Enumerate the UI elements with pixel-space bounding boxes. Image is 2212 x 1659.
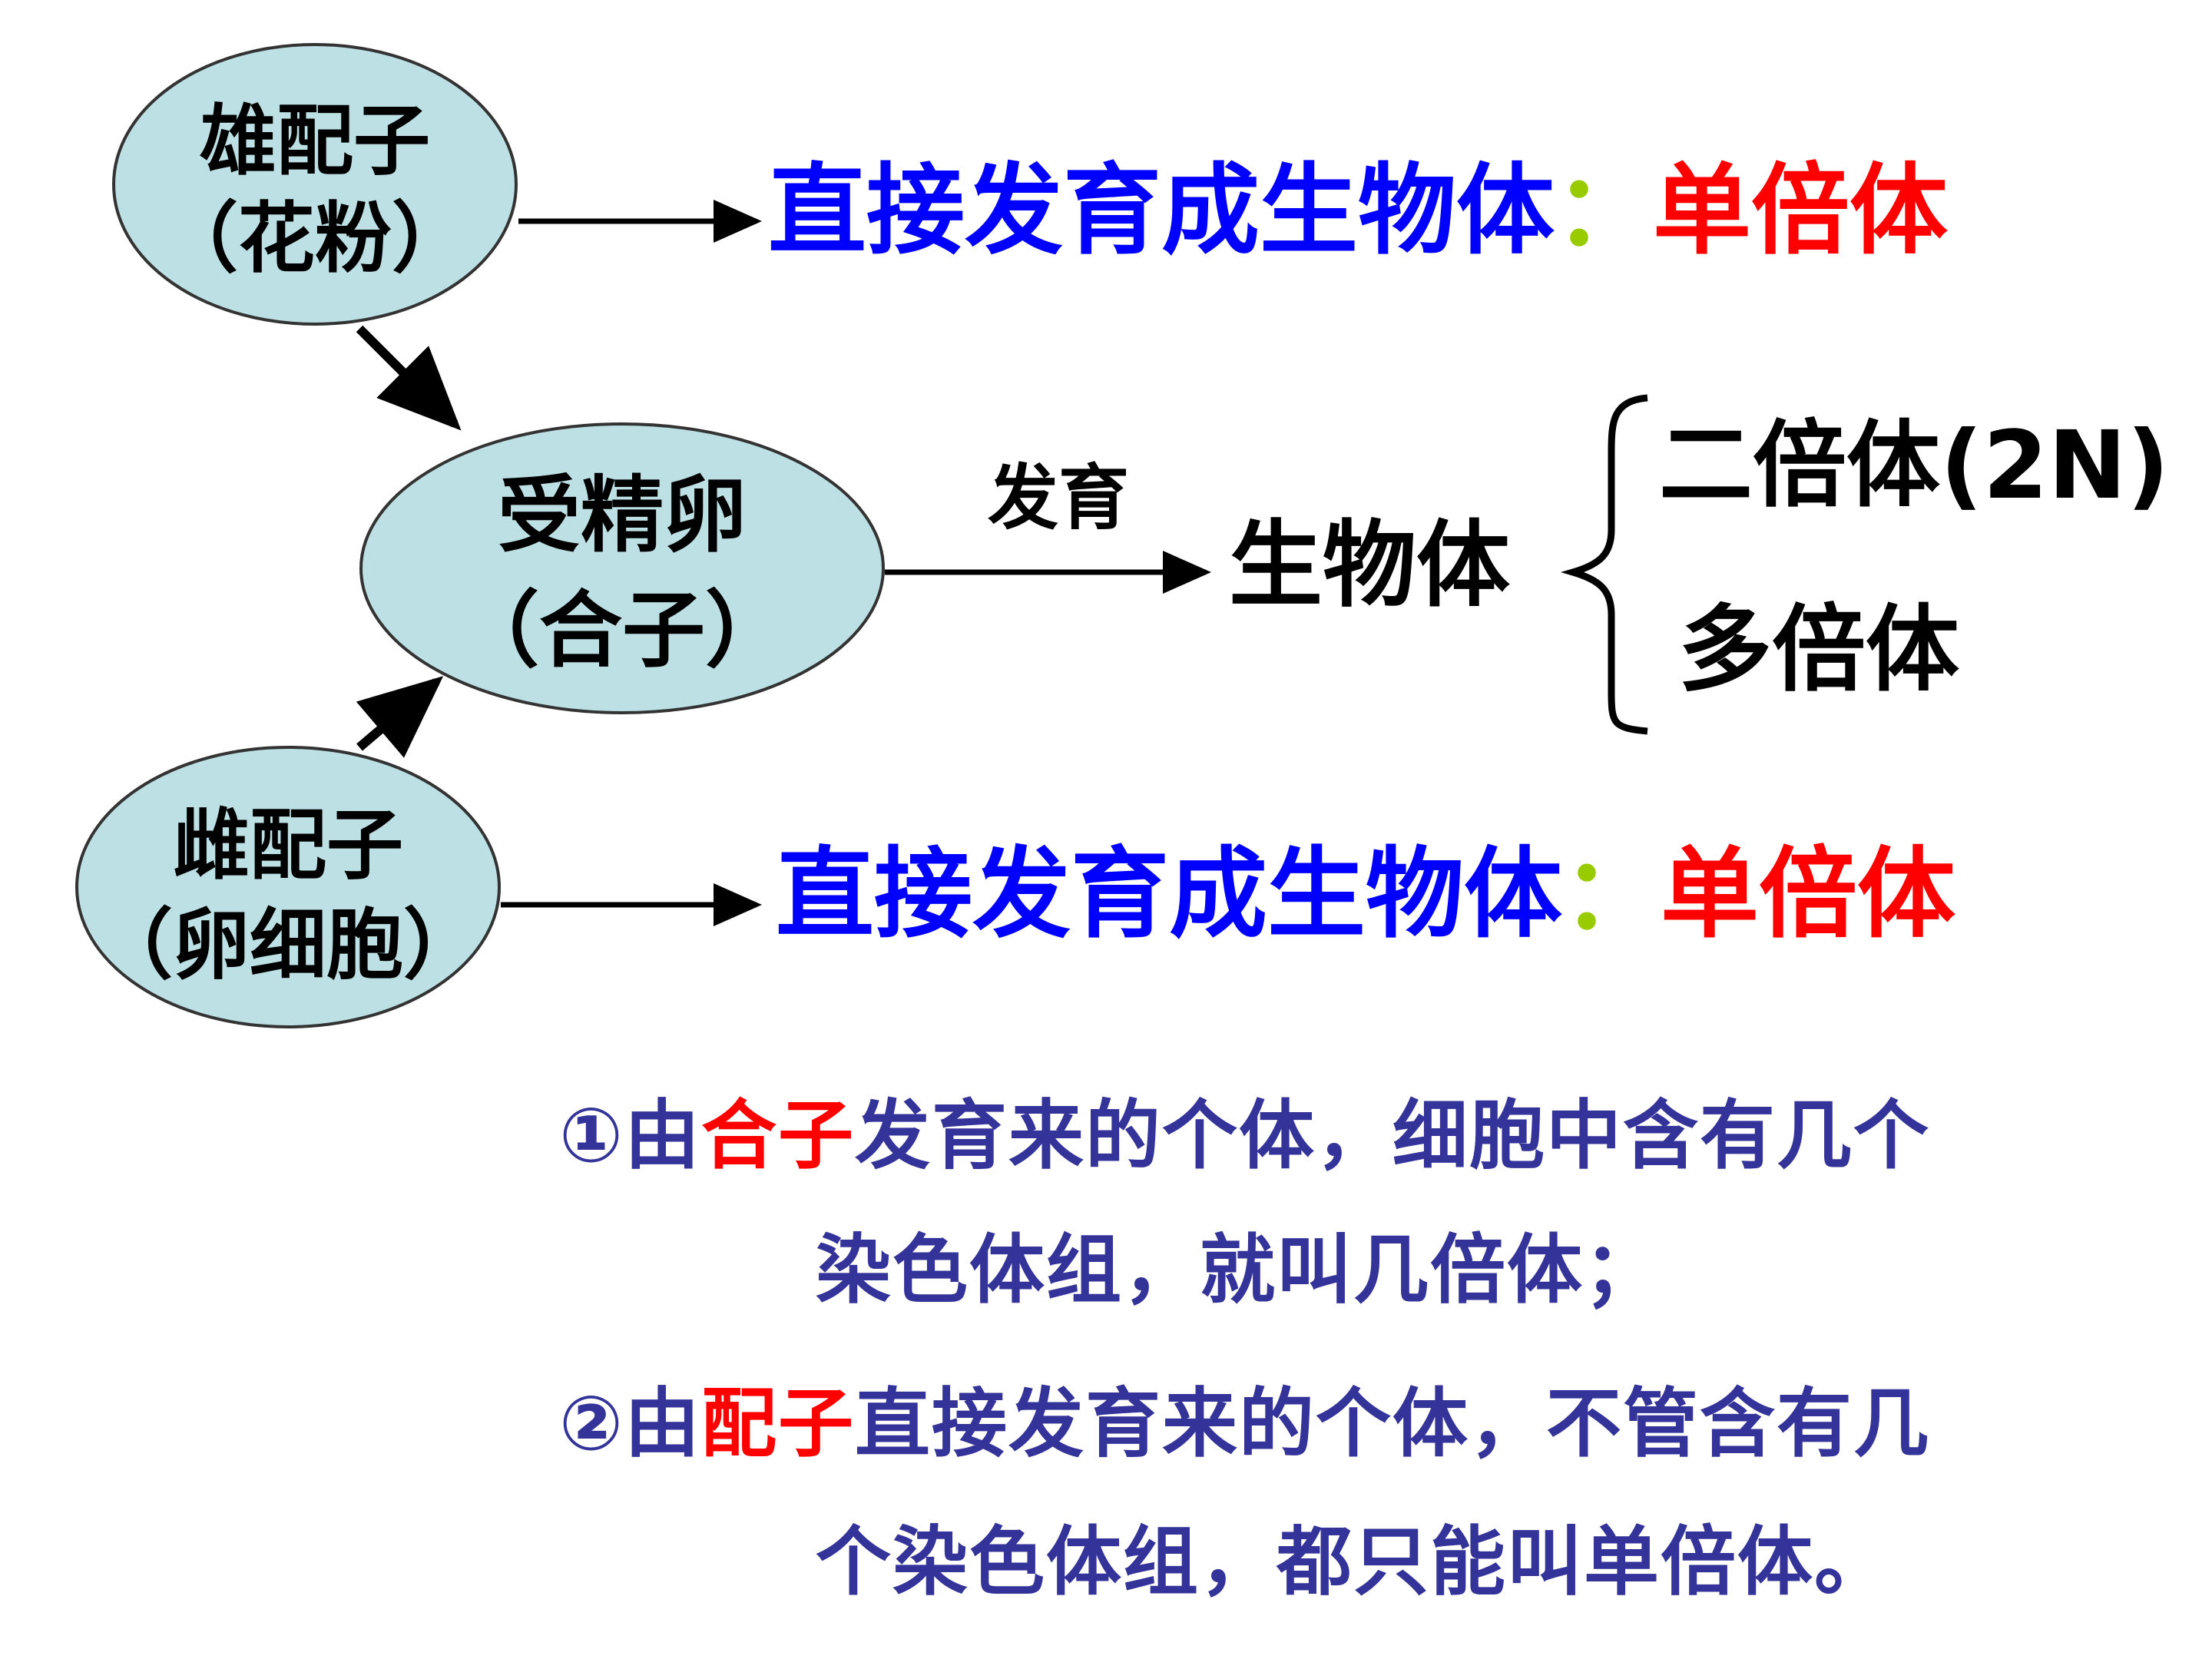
note-1-rest: 发育来的个体，细胞中含有几个 bbox=[855, 1092, 1931, 1180]
female-gamete-node: 雌配子 （卵细胞） bbox=[75, 746, 501, 1028]
female-gamete-sublabel: （卵细胞） bbox=[96, 900, 480, 990]
develop-arrow-label: 发育 bbox=[988, 457, 1129, 539]
female-gamete-label: 雌配子 bbox=[173, 800, 403, 890]
female-to-zygote-arrow bbox=[356, 676, 444, 758]
female-outcome-path: 直接发育成生物体 bbox=[776, 837, 1562, 952]
male-to-zygote-arrow bbox=[356, 325, 462, 431]
male-gamete-ellipse bbox=[112, 43, 518, 326]
branch-polyploid: 多倍体 bbox=[1678, 595, 1959, 704]
male-outcome-result: 单倍体 bbox=[1653, 154, 1948, 268]
note-1-line-1: ①由合子发育来的个体，细胞中含有几个 bbox=[559, 1098, 1930, 1174]
note-1-line-2: 染色体组，就叫几倍体； bbox=[816, 1227, 1661, 1314]
female-gamete-ellipse bbox=[75, 746, 501, 1028]
male-gamete-label: 雄配子 bbox=[200, 96, 430, 186]
female-outcome-line: 直接发育成生物体：单倍体 bbox=[776, 837, 1955, 952]
zygote-node: 受精卵 （合子） bbox=[359, 422, 885, 714]
female-outcome-colon: ： bbox=[1562, 837, 1661, 952]
male-outcome-path: 直接发育成生物体 bbox=[768, 154, 1555, 268]
branch-diploid: 二倍体(2N) bbox=[1659, 411, 2170, 520]
male-outcome-line: 直接发育成生物体：单倍体 bbox=[768, 154, 1948, 268]
note-1-highlight: 合子 bbox=[700, 1092, 855, 1180]
note-2-prefix: ②由 bbox=[559, 1380, 701, 1468]
zygote-label: 受精卵 bbox=[498, 468, 747, 564]
male-gamete-sublabel: （花粉） bbox=[161, 194, 469, 283]
note-2-highlight: 配子 bbox=[700, 1380, 855, 1468]
zygote-ellipse bbox=[359, 422, 885, 714]
organism-label: 生物体 bbox=[1229, 511, 1510, 620]
note-1-prefix: ①由 bbox=[559, 1092, 701, 1180]
note-2-line-2: 个染色体组，都只能叫单倍体。 bbox=[816, 1518, 1892, 1606]
male-outcome-colon: ： bbox=[1555, 154, 1653, 268]
branch-brace bbox=[1561, 394, 1648, 735]
zygote-sublabel: （合子） bbox=[456, 583, 788, 679]
male-gamete-node: 雄配子 （花粉） bbox=[112, 43, 518, 326]
note-2-line-1: ②由配子直接发育来的个体，不管含有几 bbox=[559, 1386, 1930, 1462]
female-outcome-result: 单倍体 bbox=[1661, 837, 1955, 952]
note-2-rest: 直接发育来的个体，不管含有几 bbox=[855, 1380, 1931, 1468]
